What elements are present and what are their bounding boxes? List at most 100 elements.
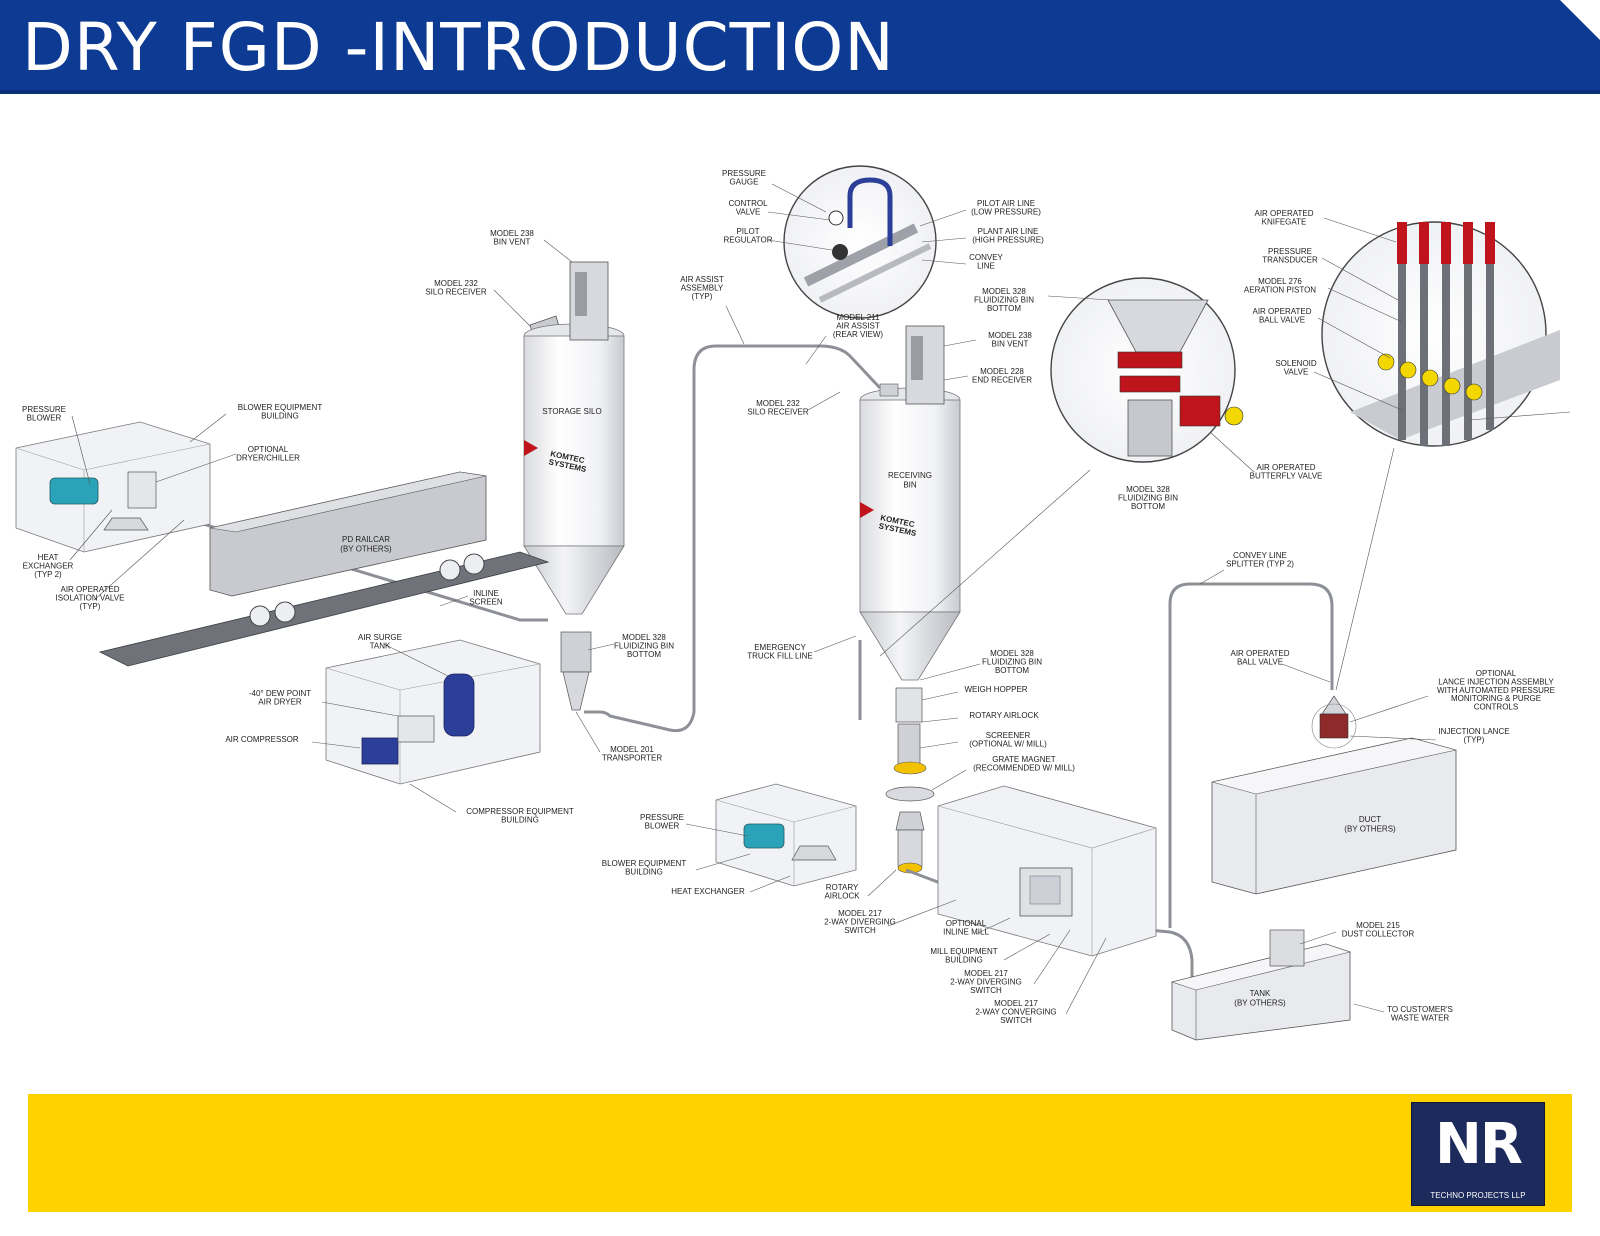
label-grate-magnet: GRATE MAGNET(RECOMMENDED W/ MILL): [973, 755, 1075, 772]
label-line: CONVEY: [969, 253, 1003, 262]
label-air-compressor: AIR COMPRESSOR: [225, 735, 299, 744]
label-storage-silo: STORAGE SILO: [542, 407, 601, 416]
label-line: SPLITTER (TYP 2): [1226, 559, 1294, 568]
label-line: MODEL 217: [838, 909, 882, 918]
label-line: FLUIDIZING BIN: [614, 641, 674, 650]
label-line: LANCE INJECTION ASSEMBLY: [1438, 677, 1554, 686]
label-line: TO CUSTOMER'S: [1387, 1005, 1453, 1014]
label-line: (OPTIONAL W/ MILL): [969, 739, 1047, 748]
label-line: DRYER/CHILLER: [236, 453, 300, 462]
label-line: SWITCH: [1000, 1016, 1032, 1025]
label-line: KNIFEGATE: [1262, 217, 1307, 226]
label-line: AIR ASSIST: [836, 321, 880, 330]
label-line: (REAR VIEW): [833, 330, 884, 339]
label-line: BLOWER: [27, 413, 62, 422]
label-line: REGULATOR: [723, 235, 772, 244]
label-line: WITH AUTOMATED PRESSURE: [1437, 686, 1555, 695]
label-line: BOTTOM: [995, 666, 1029, 675]
railcar-track: [98, 551, 550, 667]
page-title: DRY FGD -INTRODUCTION: [22, 9, 895, 86]
receiving-bin: [859, 325, 961, 681]
logo-letter-r: R: [1479, 1112, 1523, 1177]
storage-silo: [523, 261, 625, 615]
label-line: BUTTERFLY VALVE: [1250, 471, 1323, 480]
label-line: MODEL 211: [836, 313, 880, 322]
label-line: EMERGENCY: [754, 643, 806, 652]
label-line: INJECTION LANCE: [1438, 727, 1509, 736]
label-line: AERATION PISTON: [1244, 285, 1316, 294]
label-line: SILO RECEIVER: [747, 407, 809, 416]
label-line: PILOT: [736, 227, 759, 236]
label-line: MODEL 328: [982, 287, 1026, 296]
label-line: PILOT AIR LINE: [977, 199, 1035, 208]
label-line: END RECEIVER: [972, 375, 1032, 384]
pd-railcar: [209, 471, 487, 627]
label-line: MODEL 217: [964, 969, 1008, 978]
label-line: INLINE: [473, 589, 499, 598]
label-line: OPTIONAL: [1476, 669, 1517, 678]
label-line: AIR OPERATED: [1231, 649, 1290, 658]
label-line: BIN VENT: [992, 339, 1029, 348]
label-line: (BY OTHERS): [1234, 998, 1286, 1007]
label-line: CONTROLS: [1474, 703, 1518, 712]
label-line: OPTIONAL: [946, 919, 987, 928]
label-line: PRESSURE: [722, 169, 766, 178]
logo-subtitle: TECHNO PROJECTS LLP: [1430, 1191, 1526, 1200]
label-line: MODEL 328: [1126, 485, 1170, 494]
label-line: (TYP): [692, 292, 713, 301]
label-line: EXCHANGER: [23, 561, 74, 570]
label-line: (BY OTHERS): [340, 544, 392, 553]
label-line: MODEL 217: [994, 999, 1038, 1008]
label-line: DUCT: [1359, 815, 1381, 824]
label-line: SOLENOID: [1275, 359, 1317, 368]
label-line: MODEL 276: [1258, 277, 1302, 286]
label-line: SILO RECEIVER: [425, 287, 487, 296]
label-line: FLUIDIZING BIN: [974, 295, 1034, 304]
detail-circle-air-assist: [783, 165, 937, 319]
label-line: -40° DEW POINT: [249, 689, 311, 698]
label-line: BUILDING: [945, 955, 983, 964]
label-line: BOTTOM: [627, 650, 661, 659]
process-diagram: PRESSUREGAUGECONTROLVALVEPILOTREGULATORP…: [15, 165, 1571, 1041]
label-pd-railcar: PD RAILCAR(BY OTHERS): [340, 535, 392, 553]
label-line: MODEL 328: [622, 633, 666, 642]
label-line: WASTE WATER: [1391, 1013, 1450, 1022]
label-line: BALL VALVE: [1237, 657, 1283, 666]
label-line: ROTARY AIRLOCK: [969, 711, 1039, 720]
label-line: AIR OPERATED: [1253, 307, 1312, 316]
label-line: BUILDING: [261, 411, 299, 420]
label-line: WEIGH HOPPER: [964, 685, 1027, 694]
label-line: TRANSPORTER: [602, 753, 663, 762]
label-line: (HIGH PRESSURE): [972, 235, 1044, 244]
label-line: SWITCH: [970, 986, 1002, 995]
label-line: CONVEY LINE: [1233, 551, 1287, 560]
storage-silo-bottom-assembly: [560, 631, 592, 711]
label-injection-lance: INJECTION LANCE(TYP): [1438, 727, 1509, 744]
label-line: BIN VENT: [494, 237, 531, 246]
